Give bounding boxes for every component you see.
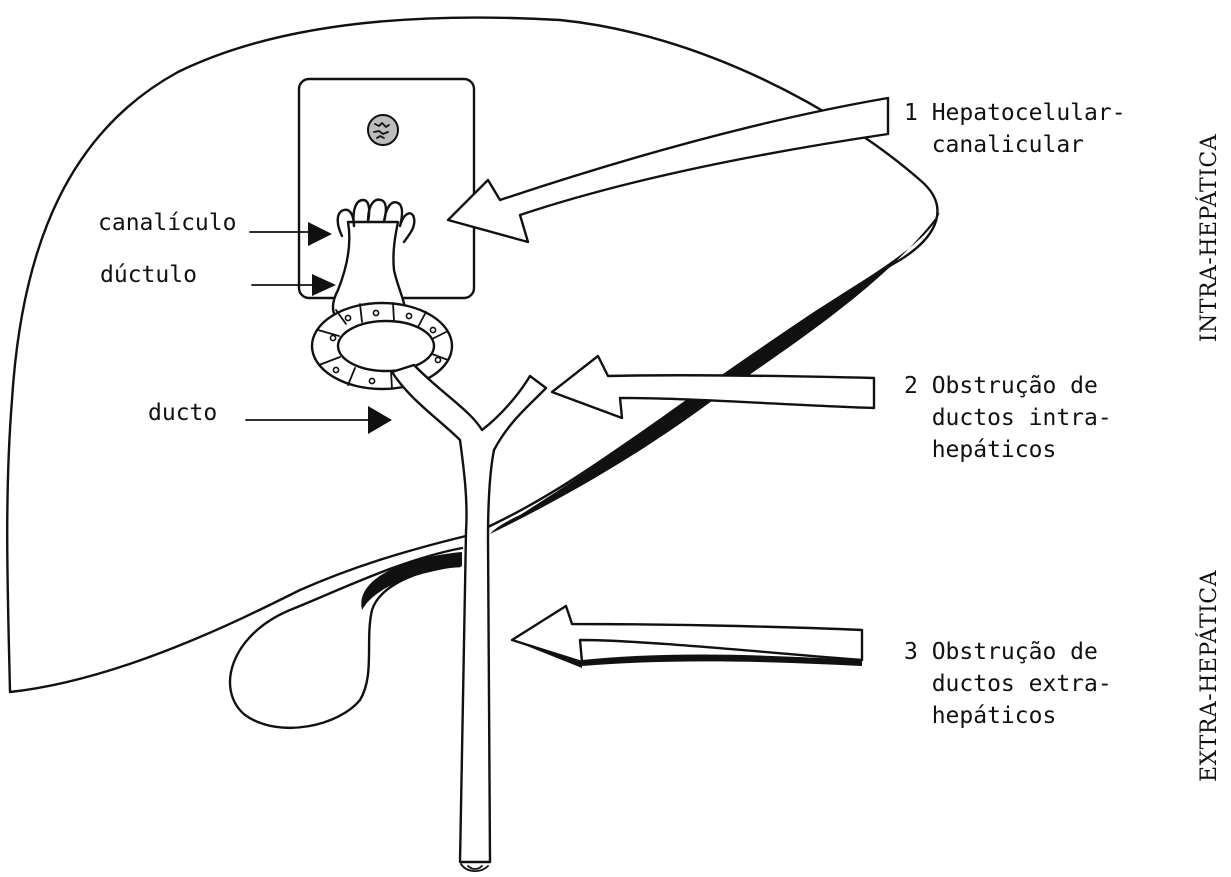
duct-end-lumen bbox=[461, 864, 488, 871]
gallbladder bbox=[230, 548, 462, 728]
region-extra-hepatica: EXTRA-HEPÁTICA bbox=[1195, 569, 1222, 782]
label-site-1: 1 Hepatocelular- canalicular bbox=[0, 0, 1195, 158]
canaliculo-pointer-head bbox=[308, 222, 332, 246]
arrow-site-1 bbox=[448, 98, 888, 242]
arrow-site-3 bbox=[512, 606, 862, 662]
label-canaliculo: canalículo bbox=[98, 210, 236, 236]
ductulo-pointer-head bbox=[312, 274, 336, 296]
hepatocyte-nucleus bbox=[368, 115, 398, 145]
label-ducto: ducto bbox=[148, 400, 217, 426]
arrow-site-2 bbox=[552, 356, 874, 418]
liver-shadow bbox=[490, 212, 940, 534]
ducto-pointer-head bbox=[368, 406, 392, 434]
ductule-lumen bbox=[338, 321, 434, 371]
region-intra-hepatica: INTRA-HEPÁTICA bbox=[1195, 133, 1222, 342]
label-ductulo: dúctulo bbox=[100, 262, 197, 288]
bile-duct bbox=[392, 365, 546, 862]
